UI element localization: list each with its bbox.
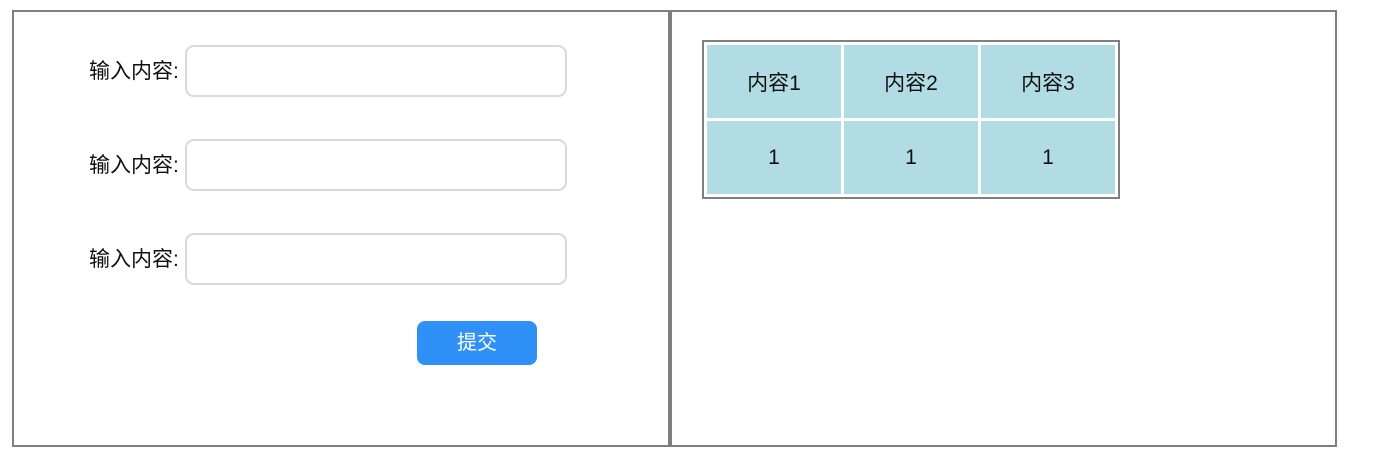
input-label-1: 输入内容: xyxy=(89,59,179,83)
table-header-cell-3: 内容3 xyxy=(981,45,1115,118)
submit-row: 提交 xyxy=(286,321,668,365)
table-cell-2: 1 xyxy=(844,121,978,194)
input-label-2: 输入内容: xyxy=(89,153,179,177)
content-input-3[interactable] xyxy=(184,233,567,285)
form-row: 输入内容: xyxy=(89,139,567,191)
content-input-2[interactable] xyxy=(184,139,567,191)
left-panel: 输入内容: 输入内容: 输入内容: 提交 xyxy=(12,10,670,447)
table-cell-3: 1 xyxy=(981,121,1115,194)
table-header-cell-2: 内容2 xyxy=(844,45,978,118)
form-row: 输入内容: xyxy=(89,233,567,285)
content-input-1[interactable] xyxy=(184,45,567,97)
form-row: 输入内容: xyxy=(89,45,567,97)
submit-button[interactable]: 提交 xyxy=(417,321,537,365)
table-cell-1: 1 xyxy=(707,121,841,194)
input-label-3: 输入内容: xyxy=(89,247,179,271)
table-header-cell-1: 内容1 xyxy=(707,45,841,118)
input-form: 输入内容: 输入内容: 输入内容: 提交 xyxy=(14,12,668,445)
